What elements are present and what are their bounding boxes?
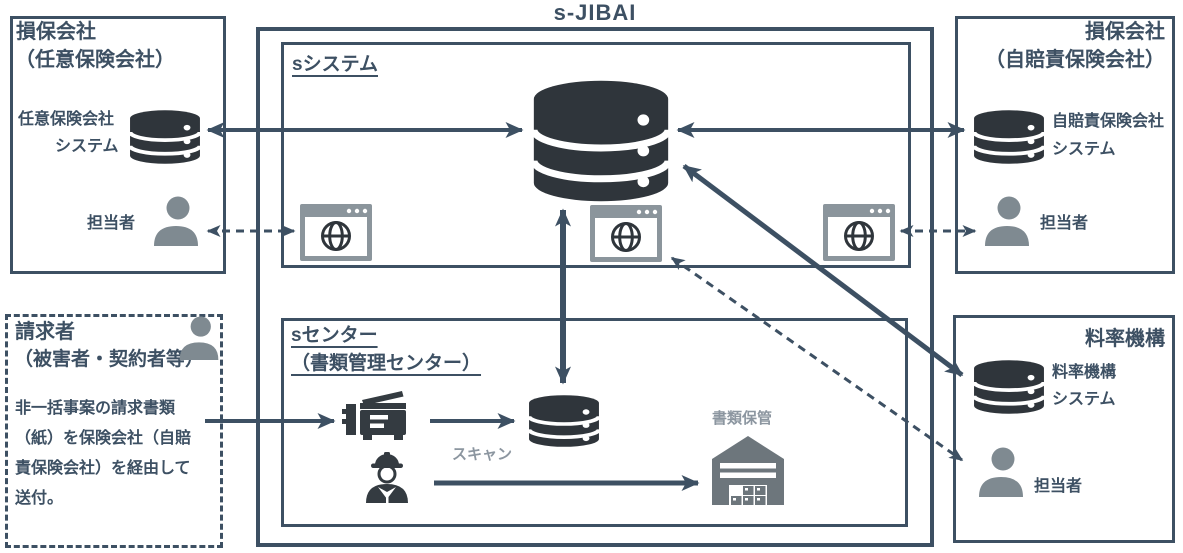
rate-system-label-line1: 料率機構 [1052, 364, 1117, 381]
rate-staff-label: 担当者 [1034, 478, 1083, 495]
s-system-box [281, 42, 911, 268]
s-system-database-icon [530, 80, 672, 202]
document-storage-label: 書類保管 [712, 410, 773, 427]
worker-hard-hat-icon [366, 452, 408, 503]
s-center-label-line2: （書類管理センター） [291, 353, 482, 374]
right-browser-icon [823, 204, 895, 261]
voluntary-staff-label: 担当者 [87, 215, 136, 232]
insurer-cali-title1: 損保会社 [1085, 21, 1165, 43]
claimant-note: 非一括事案の請求書類 （紙）を保険会社（自賠 責保険会社）を経由して 送付。 [15, 394, 191, 514]
s-center-label-line1: sセンター [291, 325, 378, 346]
cali-staff-label: 担当者 [1040, 215, 1089, 232]
claimant-title1: 請求者 [15, 321, 75, 343]
insurer-cali-box [955, 16, 1175, 274]
diagram-title: s-JIBAI [553, 0, 637, 25]
voluntary-system-label-line1: 任意保険会社 [18, 111, 115, 128]
insurer-cali-title2: （自賠責保険会社） [985, 49, 1165, 71]
claimant-person-icon [179, 316, 219, 360]
s-system-label: sシステム [292, 54, 378, 75]
claimant-note-line3: 責保険会社）を経由して [15, 460, 191, 477]
rate-staff-person-icon [979, 447, 1023, 497]
cali-system-label-line2: システム [1052, 141, 1116, 158]
cali-system-database-icon [971, 110, 1047, 164]
voluntary-system-label-line2: システム [55, 138, 119, 155]
claimant-box [5, 314, 223, 548]
voluntary-system-database-icon [127, 110, 203, 164]
scanner-copier-icon [342, 391, 406, 440]
rate-system-label-line2: システム [1052, 391, 1116, 408]
claimant-note-line4: 送付。 [15, 490, 64, 507]
cali-staff-person-icon [985, 196, 1029, 246]
insurer-voluntary-box [10, 16, 226, 274]
center-browser-icon [590, 205, 662, 262]
insurer-voluntary-title1: 損保会社 [16, 21, 96, 43]
s-center-database-icon [526, 395, 602, 447]
claimant-note-line2: （紙）を保険会社（自賠 [15, 430, 192, 447]
scan-label: スキャン [452, 446, 513, 463]
rate-org-title: 料率機構 [1085, 328, 1165, 350]
voluntary-staff-person-icon [154, 196, 198, 246]
warehouse-icon [712, 436, 784, 505]
cali-system-label-line1: 自賠責保険会社 [1052, 113, 1165, 130]
rate-system-database-icon [971, 360, 1047, 414]
insurer-voluntary-title2: （任意保険会社） [15, 49, 175, 71]
claimant-title2: （被害者・契約者等） [14, 349, 205, 370]
claimant-note-line1: 非一括事案の請求書類 [15, 400, 176, 417]
left-browser-icon [300, 204, 372, 261]
